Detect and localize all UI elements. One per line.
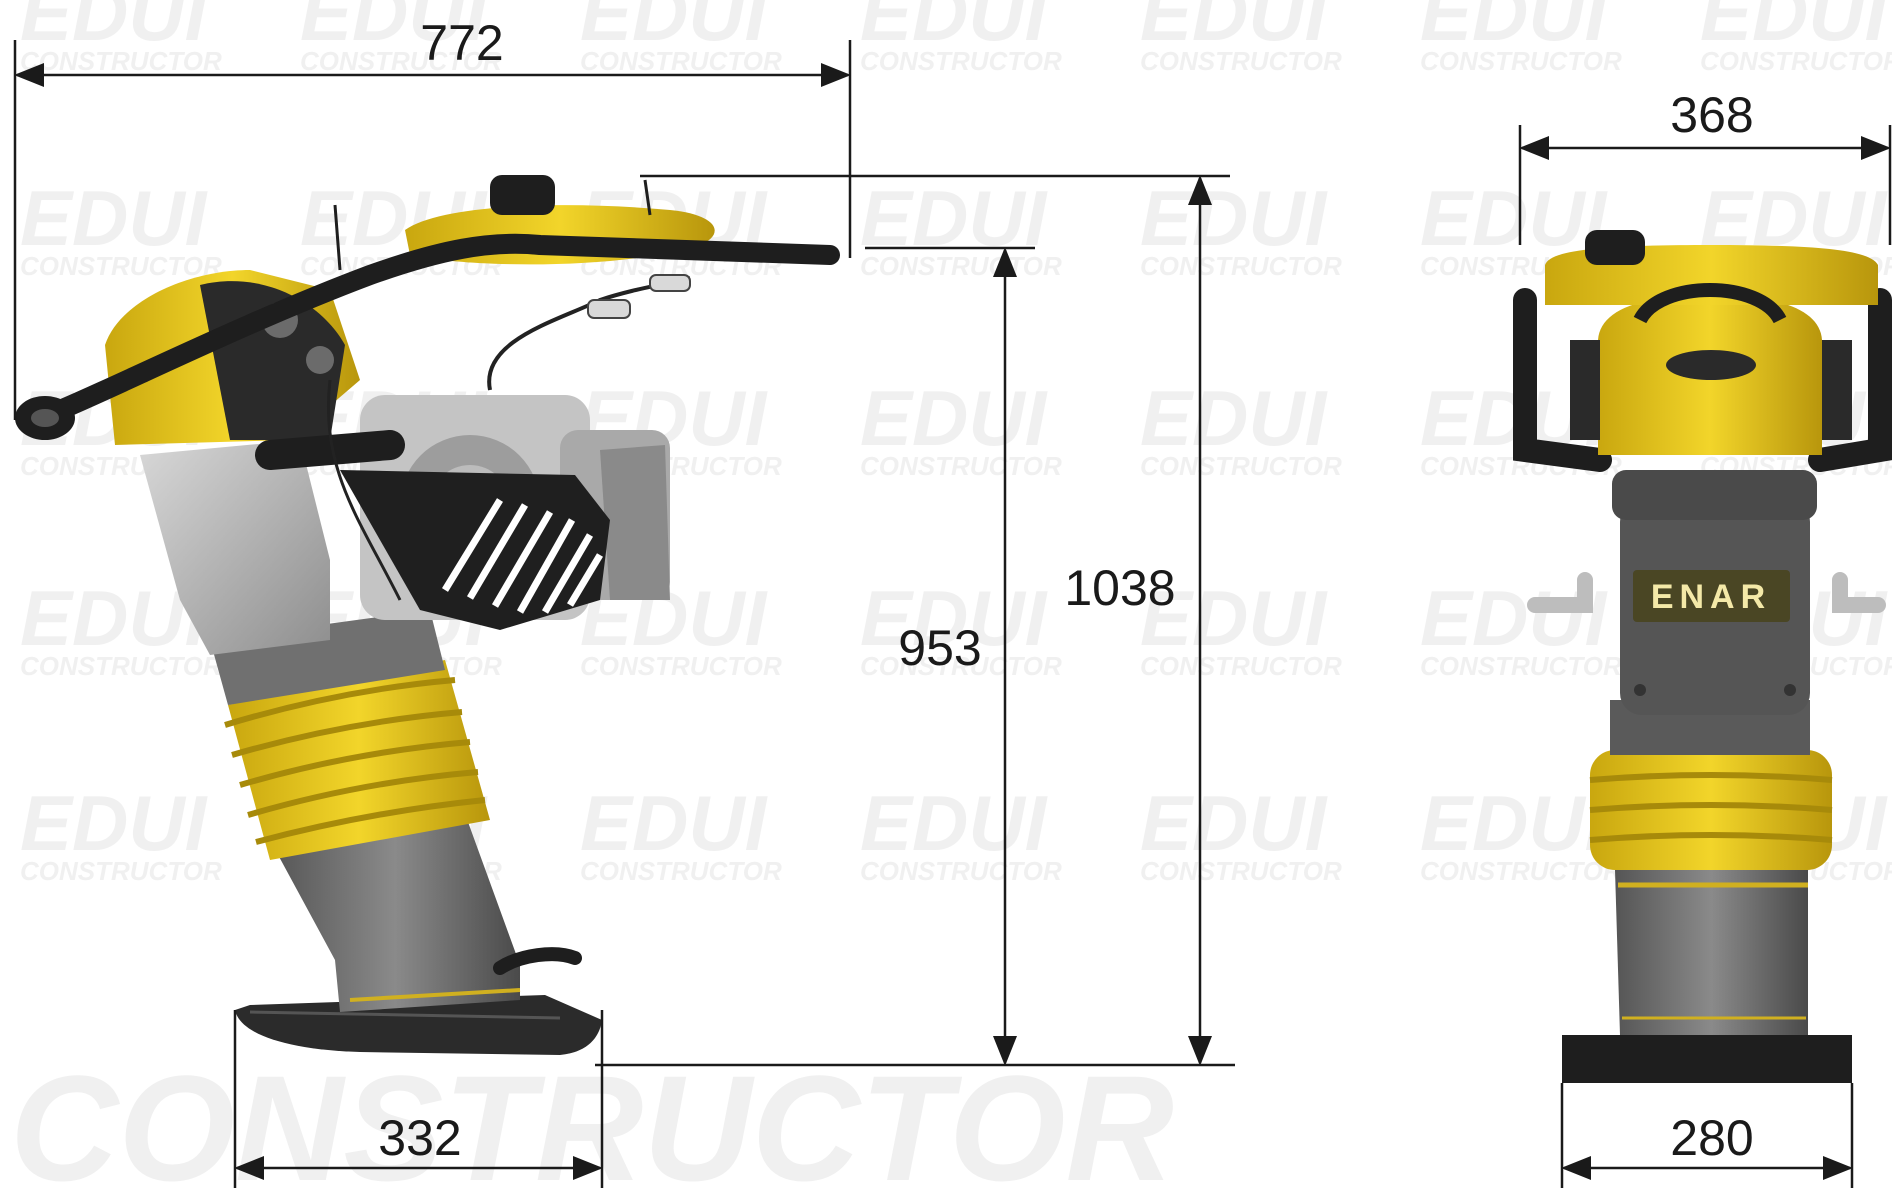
dim-label-772: 772 [420,15,503,71]
watermark-brand: EDUI [1140,0,1328,57]
watermark-brand: EDUI [1420,0,1608,57]
dim-label-953: 953 [898,620,981,676]
dimension-lines [13,40,1892,1188]
dim-label-332: 332 [378,1110,461,1166]
watermark-brand: EDUI [20,174,208,262]
watermark-sub: CONSTRUCTOR [20,856,222,886]
watermark-sub: CONSTRUCTOR [1140,856,1342,886]
watermark-sub: CONSTRUCTOR [20,46,222,76]
front-fuel-tank [1545,230,1878,324]
watermark-brand: EDUI [1140,574,1328,662]
watermark-brand: EDUI [860,374,1048,462]
watermark-brand: EDUI [580,779,768,867]
watermark-sub: CONSTRUCTOR [860,451,1062,481]
front-engine-shroud [1570,295,1852,455]
watermark-sub: CONSTRUCTOR [860,251,1062,281]
watermark-brand: EDUI [860,0,1048,57]
watermark-sub: CONSTRUCTOR [580,856,782,886]
dimension-labels: 772 1038 953 332 368 280 [378,15,1753,1166]
watermark-brand: EDUI [1140,174,1328,262]
watermark-sub: CONSTRUCTOR [580,46,782,76]
watermark-brand: EDUI [1420,574,1608,662]
watermark-sub: CONSTRUCTOR [580,651,782,681]
side-bellows [224,660,490,860]
watermark-brand: EDUI [20,779,208,867]
watermark-sub: CONSTRUCTOR [860,651,1062,681]
watermark-sub: CONSTRUCTOR [1420,651,1622,681]
watermark-brand: EDUI [860,779,1048,867]
watermark-brand: EDUI [580,0,768,57]
dim-label-1038: 1038 [1064,560,1175,616]
watermark-sub: CONSTRUCTOR [860,46,1062,76]
front-bellows [1589,750,1833,870]
side-view-machine [15,175,840,1055]
watermark-sub: CONSTRUCTOR [860,856,1062,886]
dim-label-368: 368 [1670,87,1753,143]
watermark-brand: EDUI [1140,374,1328,462]
front-base-plate [1562,1035,1852,1083]
front-frame [1513,288,1892,613]
watermark-sub: CONSTRUCTOR [1140,451,1342,481]
front-badge-plate [1633,570,1790,622]
watermark-brand: EDUI [1420,779,1608,867]
front-lower-leg [1615,870,1808,1035]
watermark-sub: CONSTRUCTOR [20,251,222,281]
side-grill-guard [340,470,610,630]
side-throttle-cable [326,274,691,601]
side-handle-bar [15,204,840,470]
watermark-brand: EDUI [20,574,208,662]
watermark-sub: CONSTRUCTOR [1420,856,1622,886]
watermark-brand: EDUI [1420,174,1608,262]
front-badge-text: ENAR [1651,578,1771,616]
watermark-sub: CONSTRUCTOR [20,651,222,681]
side-lower-leg [270,800,520,1012]
watermark-brand: EDUI [1140,779,1328,867]
watermark-brand: EDUI [300,0,488,57]
watermark-sub: CONSTRUCTOR [1140,251,1342,281]
front-view-machine: ENAR [1513,230,1892,1083]
dim-label-280: 280 [1670,1110,1753,1166]
watermark-brand: EDUI [1700,0,1888,57]
watermark-sub: CONSTRUCTOR [1140,46,1342,76]
watermark-sub: CONSTRUCTOR [1420,46,1622,76]
side-base-plate [235,995,602,1055]
watermark-brand: EDUI [20,0,208,57]
watermark-sub: CONSTRUCTOR [1140,651,1342,681]
watermark-sub: CONSTRUCTOR [1700,46,1892,76]
